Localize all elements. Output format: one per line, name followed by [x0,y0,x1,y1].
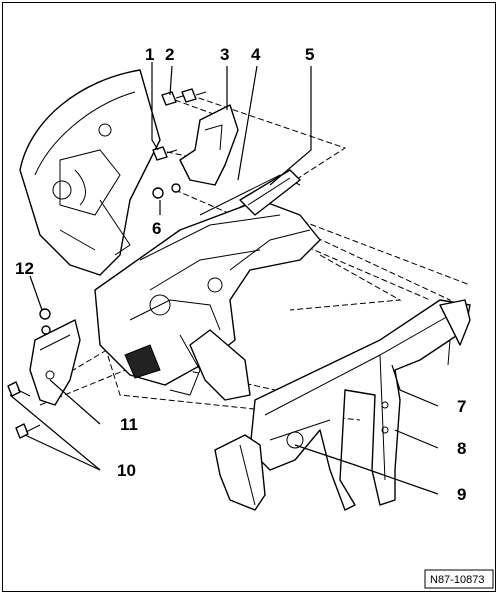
screw-icon [15,423,41,439]
callout-3: 3 [220,45,229,64]
reference-id-box: N87-10873 [424,569,494,589]
left-bulkhead-assembly [19,69,161,276]
cross-member-carrier [214,299,471,511]
callout-4: 4 [251,45,261,64]
callout-7: 7 [457,397,466,416]
reference-id: N87-10873 [430,574,484,586]
screw-icon [7,381,31,397]
figure-frame [2,2,496,592]
nut-icon [39,308,51,335]
callout-10: 10 [117,461,136,480]
screw-icon [161,91,187,106]
callout-8: 8 [457,439,466,458]
nut-icon [152,183,181,199]
callout-6: 6 [152,219,161,238]
callout-9: 9 [457,485,466,504]
left-support-bracket [29,319,81,406]
leader-lines [9,62,439,495]
callout-12: 12 [15,259,34,278]
screw-icon [152,146,178,161]
callout-1: 1 [145,45,154,64]
central-housing-assembly [94,174,321,401]
callout-5: 5 [305,45,314,64]
callout-2: 2 [165,45,174,64]
screw-icon [181,88,207,103]
callout-11: 11 [120,415,138,434]
fasteners [7,88,207,439]
air-duct [239,169,301,216]
callout-labels: 1 2 3 4 5 6 7 8 9 10 11 12 [15,45,466,504]
upper-bracket [179,104,239,186]
